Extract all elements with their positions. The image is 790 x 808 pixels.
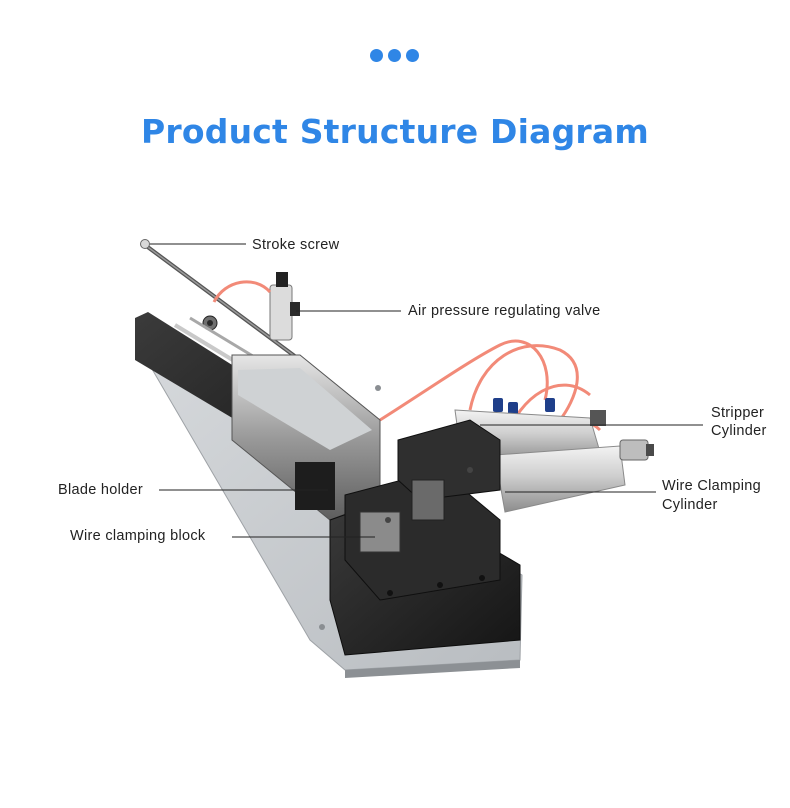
dot-3	[406, 49, 419, 62]
air-valve	[269, 272, 300, 341]
dot-1	[370, 49, 383, 62]
dot-2	[388, 49, 401, 62]
label-stripper-cylinder-line2: Cylinder	[711, 423, 767, 439]
label-blade-holder: Blade holder	[58, 482, 144, 498]
label-air-valve: Air pressure regulating valve	[408, 303, 601, 319]
blade-holder-block	[231, 354, 381, 521]
label-stroke-screw: Stroke screw	[252, 237, 340, 253]
front-assembly	[329, 419, 521, 656]
label-stripper-cylinder-line1: Stripper	[711, 405, 765, 421]
label-clamping-cylinder-line1: Wire Clamping	[662, 478, 761, 494]
label-wire-clamping-block: Wire clamping block	[70, 528, 206, 544]
page-title: Product Structure Diagram	[141, 112, 649, 151]
clamping-cylinder-body	[494, 439, 654, 513]
label-clamping-cylinder-line2: Cylinder	[662, 497, 718, 513]
decorative-dots	[0, 46, 790, 66]
leader-lines	[150, 243, 703, 538]
